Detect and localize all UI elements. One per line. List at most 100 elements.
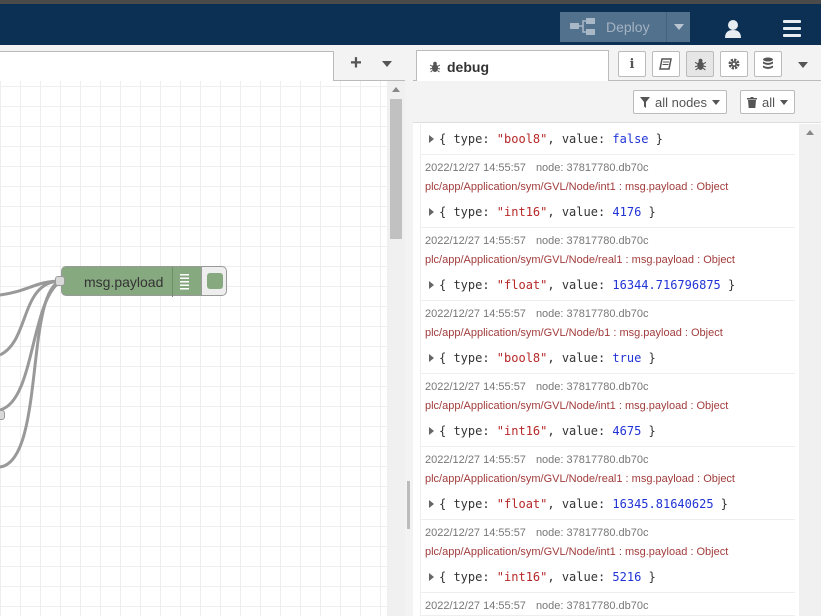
debug-toolbar: all nodes all (413, 81, 821, 123)
menu-icon-bar (783, 27, 801, 30)
scrollbar-thumb[interactable] (390, 99, 402, 239)
clear-label: all (762, 94, 776, 110)
window-top-border (0, 0, 821, 4)
message-timestamp: 2022/12/27 14:55:57 (425, 454, 526, 466)
message-value-token: "int16" (496, 570, 548, 584)
node-output-port[interactable] (0, 410, 5, 420)
main-menu-button[interactable] (772, 8, 812, 49)
wires (0, 279, 62, 469)
debug-node[interactable]: msg.payload (55, 266, 227, 297)
expand-icon[interactable] (429, 208, 434, 216)
workspace-scrollbar[interactable] (387, 81, 405, 616)
context-button[interactable] (754, 51, 782, 77)
message-node-link[interactable]: node: 37817780.db70c (535, 381, 649, 393)
message-value-token: 5216 (612, 570, 642, 584)
info-icon: i (629, 56, 635, 72)
message-value[interactable]: { type: "bool8", value: false } (425, 124, 795, 154)
debug-messages[interactable]: { type: "bool8", value: false }2022/12/2… (413, 124, 821, 616)
deploy-button[interactable]: Deploy (560, 12, 690, 42)
flow-tab[interactable] (0, 51, 334, 82)
clear-messages-button[interactable]: all (740, 90, 796, 114)
splitter-grip[interactable] (407, 481, 410, 529)
message-node-link[interactable]: node: 37817780.db70c (535, 527, 649, 539)
message-node-link[interactable]: node: 37817780.db70c (535, 308, 649, 320)
message-value-token: "float" (496, 497, 548, 511)
debug-toggle-button[interactable] (201, 266, 227, 296)
debug-scrollbar[interactable] (799, 124, 821, 616)
expand-icon[interactable] (429, 573, 434, 581)
expand-icon[interactable] (429, 354, 434, 362)
debug-message[interactable]: 2022/12/27 14:55:57 node: 37817780.db70c p… (420, 301, 795, 374)
message-value[interactable]: { type: "int16", value: 4675 } (425, 416, 795, 446)
debug-button[interactable] (686, 51, 714, 77)
menu-icon (783, 20, 801, 23)
book-icon (659, 58, 672, 70)
deploy-menu-button[interactable] (667, 24, 690, 30)
message-timestamp: 2022/12/27 14:55:57 (425, 308, 526, 320)
sidebar: debug i (413, 45, 821, 616)
message-topic: plc/app/Application/sym/GVL/Node/int1 : … (425, 546, 729, 558)
message-value[interactable]: { type: "float", value: 16345.81640625 } (425, 489, 795, 519)
sidebar-splitter[interactable] (405, 45, 413, 616)
message-value[interactable]: { type: "bool8", value: true } (425, 343, 795, 373)
expand-icon[interactable] (429, 135, 434, 143)
message-value-token: } (641, 424, 656, 438)
deploy-label: Deploy (606, 19, 650, 35)
message-timestamp: 2022/12/27 14:55:57 (425, 600, 526, 612)
tab-debug-label: debug (447, 58, 489, 75)
message-meta: 2022/12/27 14:55:57 node: 37817780.db70c (425, 228, 795, 250)
chevron-down-icon[interactable] (798, 62, 808, 68)
message-value-token: } (641, 205, 656, 219)
plus-icon[interactable]: + (350, 52, 362, 74)
message-topic: plc/app/Application/sym/GVL/Node/real1 :… (425, 473, 735, 485)
app-header: Deploy (0, 4, 821, 45)
message-node-link[interactable]: node: 37817780.db70c (535, 235, 649, 247)
message-topic: plc/app/Application/sym/GVL/Node/b1 : ms… (425, 327, 723, 339)
scroll-up-icon[interactable] (806, 130, 814, 135)
deploy-icon (560, 12, 606, 42)
chevron-down-icon[interactable] (382, 61, 392, 67)
config-button[interactable] (720, 51, 748, 77)
message-value-token: false (612, 132, 649, 146)
message-value-token: } (713, 497, 729, 511)
expand-icon[interactable] (429, 500, 434, 508)
debug-message[interactable]: { type: "bool8", value: false } (420, 124, 795, 155)
scroll-up-icon[interactable] (392, 87, 400, 92)
debug-message[interactable]: 2022/12/27 14:55:57 node: 37817780.db70c p… (420, 447, 795, 520)
message-meta: 2022/12/27 14:55:57 node: 37817780.db70c (425, 593, 795, 615)
message-value[interactable]: { type: "int16", value: 4176 } (425, 197, 795, 227)
tab-debug[interactable]: debug (416, 50, 609, 82)
message-value-token: , value: (547, 497, 613, 511)
debug-node-body[interactable]: msg.payload (61, 266, 204, 297)
message-timestamp: 2022/12/27 14:55:57 (425, 381, 526, 393)
expand-icon[interactable] (429, 281, 434, 289)
message-value-token: { type: (439, 351, 497, 365)
menu-icon-bar (783, 34, 801, 37)
message-value-token: } (641, 351, 656, 365)
user-button[interactable] (714, 8, 752, 49)
message-value-token: "bool8" (496, 351, 548, 365)
list-icon (172, 267, 194, 297)
debug-message[interactable]: 2022/12/27 14:55:57 node: 37817780.db70c (420, 593, 795, 616)
message-value-token: "bool8" (496, 132, 548, 146)
help-button[interactable] (652, 51, 680, 77)
node-input-port[interactable] (55, 276, 65, 286)
message-value-token: { type: (439, 497, 497, 511)
filter-nodes-button[interactable]: all nodes (633, 90, 728, 114)
message-value[interactable]: { type: "float", value: 16344.716796875 … (425, 270, 795, 300)
flow-canvas[interactable]: msg.payload (0, 81, 387, 616)
message-value-token: , value: (547, 205, 613, 219)
message-node-link[interactable]: node: 37817780.db70c (535, 600, 649, 612)
expand-icon[interactable] (429, 427, 434, 435)
workspace-tabbar: + (0, 45, 405, 82)
message-node-link[interactable]: node: 37817780.db70c (535, 454, 649, 466)
message-timestamp: 2022/12/27 14:55:57 (425, 235, 526, 247)
message-node-link[interactable]: node: 37817780.db70c (535, 162, 649, 174)
message-value[interactable]: { type: "int16", value: 5216 } (425, 562, 795, 592)
message-meta: 2022/12/27 14:55:57 node: 37817780.db70c (425, 447, 795, 469)
info-button[interactable]: i (618, 51, 646, 77)
